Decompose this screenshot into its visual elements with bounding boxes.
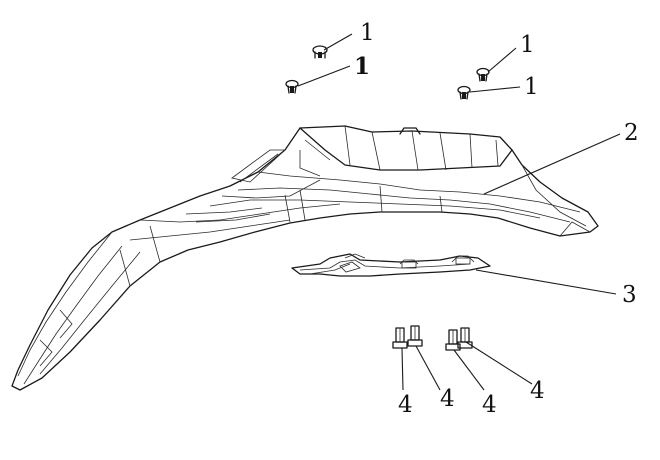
part-2-fender bbox=[11, 125, 599, 391]
leader-1a bbox=[323, 33, 353, 51]
callout-4d: 4 bbox=[530, 378, 545, 404]
callout-4a: 4 bbox=[398, 392, 413, 418]
callout-3: 3 bbox=[622, 282, 637, 308]
part-4-bolt-d bbox=[457, 327, 473, 349]
leader-4c bbox=[453, 349, 485, 391]
leader-2 bbox=[483, 133, 621, 195]
part-1-screw-c bbox=[476, 67, 490, 82]
leader-1c bbox=[487, 47, 517, 73]
callout-1c: 1 bbox=[520, 32, 535, 58]
callout-1b: 1 bbox=[354, 53, 370, 80]
part-3-bracket bbox=[291, 253, 491, 277]
leader-3 bbox=[475, 269, 617, 295]
part-1-screw-d bbox=[457, 85, 471, 100]
callout-4b: 4 bbox=[440, 386, 455, 412]
callout-4c: 4 bbox=[482, 392, 497, 418]
leader-1b bbox=[297, 65, 351, 87]
callout-2: 2 bbox=[624, 120, 639, 146]
leader-4d bbox=[465, 341, 533, 385]
part-4-bolt-a bbox=[392, 327, 408, 349]
part-4-bolt-c bbox=[445, 329, 461, 351]
leader-4a bbox=[401, 347, 404, 391]
callout-1a: 1 bbox=[360, 20, 375, 46]
callout-1d: 1 bbox=[524, 74, 539, 100]
leader-lines bbox=[297, 33, 621, 391]
part-4-bolt-b bbox=[407, 325, 423, 347]
callout-labels: 1 1 1 1 2 3 4 4 4 4 bbox=[354, 20, 639, 418]
part-1-screw-a bbox=[312, 45, 328, 59]
leader-1d bbox=[469, 86, 521, 93]
leader-4b bbox=[415, 345, 441, 391]
part-1-screw-b bbox=[285, 79, 299, 94]
